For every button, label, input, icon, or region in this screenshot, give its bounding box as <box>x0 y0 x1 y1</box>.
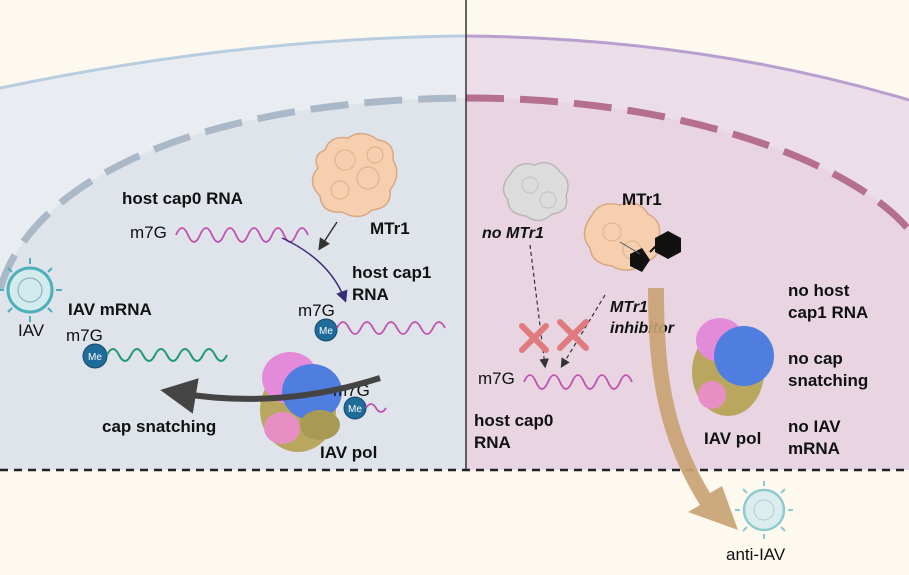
me-cap-icon: Me <box>82 343 108 369</box>
iav-mrna-label: IAV mRNA <box>68 300 152 319</box>
left-membrane <box>0 34 467 90</box>
no-host-cap1-line1: no host <box>788 281 850 300</box>
host-cap0-rna-strand <box>175 227 309 243</box>
host-cap1-rna-strand <box>336 321 446 335</box>
me-label-cap1: Me <box>319 326 333 337</box>
no-iav-mrna-line2: mRNA <box>788 439 840 458</box>
right-membrane <box>465 34 909 102</box>
pol-bound-rna <box>365 403 387 413</box>
host-cap1-line1: host cap1 <box>352 263 431 282</box>
iav-mrna-strand <box>106 348 228 362</box>
right-host-cap0-strand <box>523 374 633 390</box>
mtr1-inhibitor-line1: MTr1 <box>610 299 648 316</box>
faded-mtr1-protein-icon <box>502 161 569 222</box>
m7g-mrna-label: m7G <box>66 326 103 345</box>
m7g-top-label: m7G <box>130 223 167 242</box>
right-nucleus <box>466 98 909 470</box>
cap-snatching-label: cap snatching <box>102 417 216 436</box>
me-cap-icon: Me <box>314 318 338 342</box>
right-m7g-label: m7G <box>478 369 515 388</box>
methylation-arrow <box>281 237 348 303</box>
mtr1-action-arrow <box>318 221 338 251</box>
mtr1-label: MTr1 <box>370 219 410 238</box>
right-mtr1-label: MTr1 <box>622 190 662 209</box>
me-cap-icon: Me <box>343 396 367 420</box>
virus-icon <box>735 481 793 539</box>
host-cap0-rna-label: host cap0 RNA <box>122 189 243 208</box>
right-nuclear-envelope <box>465 94 909 233</box>
m7g-cap1-label: m7G <box>298 301 335 320</box>
right-iav-pol-label: IAV pol <box>704 429 761 448</box>
me-label-mrna: Me <box>88 352 102 363</box>
no-cap-snatching-line2: snatching <box>788 371 868 390</box>
no-cap-snatching-line1: no cap <box>788 349 843 368</box>
iav-polymerase-icon <box>692 318 774 416</box>
host-cap1-line2: RNA <box>352 285 389 304</box>
anti-iav-label: anti-IAV <box>726 545 786 564</box>
right-host-cap0-line1: host cap0 <box>474 411 553 430</box>
iav-polymerase-icon <box>260 352 342 452</box>
no-iav-mrna-line1: no IAV <box>788 417 841 436</box>
no-mtr1-label: no MTr1 <box>482 225 544 242</box>
virus-icon <box>0 258 62 322</box>
anti-iav-arrow <box>648 288 738 530</box>
block-x-icon <box>519 319 589 353</box>
cap-snatching-arrow <box>160 375 381 414</box>
me-label-pol: Me <box>348 404 362 415</box>
inhibitor-molecule-icon <box>619 231 681 272</box>
iav-label: IAV <box>18 321 45 340</box>
mtr1-protein-icon <box>311 132 398 218</box>
no-host-cap1-line2: cap1 RNA <box>788 303 868 322</box>
right-host-cap0-line2: RNA <box>474 433 511 452</box>
iav-pol-label: IAV pol <box>320 443 377 462</box>
